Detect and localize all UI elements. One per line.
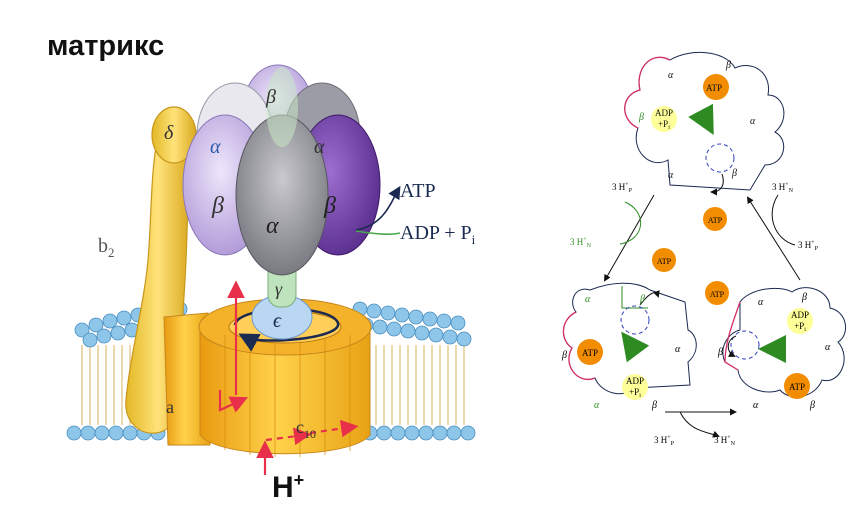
alpha-label-back-right: α — [314, 136, 325, 158]
complex-top: ATP ADP +Pi α β β α α β — [624, 51, 785, 196]
proton-path — [218, 280, 359, 475]
svg-text:β: β — [725, 60, 731, 71]
epsilon-label: ϵ — [273, 310, 282, 332]
svg-text:α: α — [585, 294, 591, 305]
svg-text:β: β — [809, 400, 815, 411]
complex-left: ATP ADP +Pi α β β α α β — [561, 282, 697, 411]
svg-text:+Pi: +Pi — [629, 387, 641, 399]
svg-text:ATP: ATP — [710, 290, 725, 299]
released-atp: ATP ATP ATP — [652, 207, 729, 305]
svg-text:ATP: ATP — [789, 382, 805, 392]
adp-circle-left — [622, 374, 648, 400]
svg-text:α: α — [825, 342, 831, 353]
adp-circle-top — [651, 106, 677, 132]
page-title: матрикс — [47, 30, 165, 62]
svg-text:β: β — [561, 350, 567, 361]
svg-text:β: β — [639, 294, 645, 305]
alpha-label-front: α — [266, 213, 279, 239]
adp-intake-line — [355, 230, 401, 236]
adp-pi-label: ADP + Pi — [400, 222, 476, 247]
h-p-label-right: 3 H+P — [798, 240, 819, 252]
arrow-right-to-top — [746, 196, 801, 281]
binding-change-cycle: ATP ADP +Pi α β β α α β ATP ATP ATP 3 H+… — [561, 51, 846, 447]
svg-text:α: α — [758, 297, 764, 308]
h-n-label-bottom: 3 H+N — [714, 435, 736, 447]
svg-text:α: α — [668, 70, 674, 81]
complex-right: ADP +Pi ATP α β α β α β — [717, 287, 846, 411]
svg-text:α: α — [753, 400, 759, 411]
svg-text:+Pi: +Pi — [794, 321, 806, 333]
a-subunit — [163, 312, 211, 446]
svg-text:β: β — [651, 400, 657, 411]
c10-ring — [199, 324, 371, 455]
atp-circle-right — [784, 373, 810, 399]
svg-text:α: α — [668, 170, 674, 181]
svg-text:β: β — [638, 112, 644, 123]
svg-text:+Pi: +Pi — [658, 119, 670, 131]
arrow-top-to-left — [604, 194, 655, 282]
atp-release-arrow — [355, 185, 401, 231]
alpha-label-back-left: α — [210, 136, 221, 158]
empty-site-top — [705, 143, 735, 173]
beta-label-right: β — [323, 193, 336, 219]
svg-text:ADP: ADP — [791, 310, 809, 320]
h-p-label-bottom: 3 H+P — [654, 435, 675, 447]
h-n-label-left: 3 H+N — [570, 237, 592, 249]
h-n-label-right: 3 H+N — [772, 182, 794, 194]
svg-text:β: β — [731, 168, 737, 179]
svg-text:ATP: ATP — [657, 257, 672, 266]
atp-circle-left — [577, 339, 603, 365]
svg-text:ATP: ATP — [706, 83, 722, 93]
svg-text:ATP: ATP — [708, 216, 723, 225]
svg-text:α: α — [750, 116, 756, 127]
svg-text:α: α — [675, 344, 681, 355]
atp-synthase-illustration: δ b2 a c10 α β α β α β γ ϵ ATP ADP + Pi — [66, 64, 476, 475]
delta-label: δ — [164, 122, 174, 144]
beta-label-left: β — [211, 193, 224, 219]
svg-text:ATP: ATP — [582, 348, 598, 358]
proton-label: H+ — [272, 470, 305, 504]
atp-circle-top — [703, 74, 729, 100]
c10-label: c10 — [296, 417, 316, 441]
svg-text:ADP: ADP — [655, 108, 673, 118]
adp-circle-right — [787, 308, 813, 334]
svg-text:α: α — [594, 400, 600, 411]
atp-output-label: ATP — [400, 180, 436, 202]
b2-label: b2 — [98, 235, 115, 260]
gamma-label: γ — [275, 279, 283, 299]
svg-text:β: β — [717, 347, 723, 358]
h-p-label-left: 3 H+P — [612, 182, 633, 194]
svg-text:ADP: ADP — [626, 376, 644, 386]
svg-text:β: β — [801, 292, 807, 303]
beta-label-back: β — [265, 86, 276, 108]
a-label: a — [166, 397, 174, 417]
